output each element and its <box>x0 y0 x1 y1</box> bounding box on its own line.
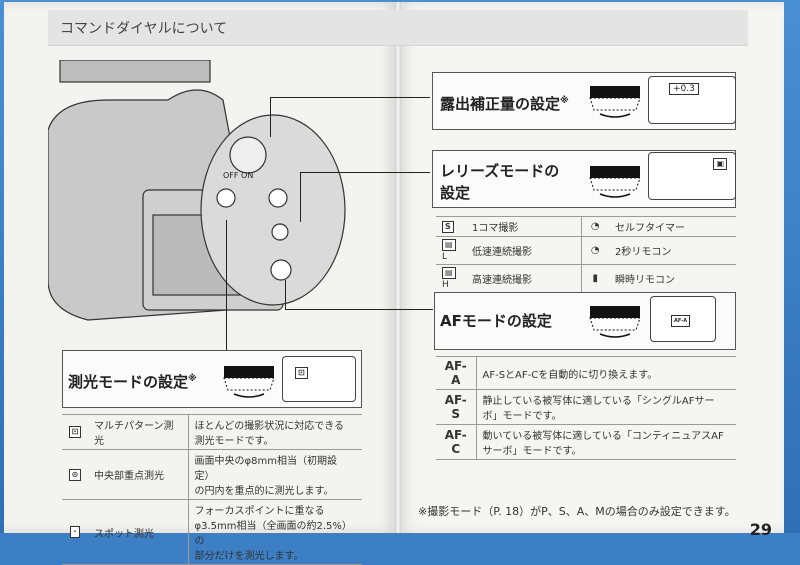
continuous-low-icon: ▤ <box>442 239 456 251</box>
af-desc-line: サーボ」モードです。 <box>482 446 582 457</box>
release-lcd-icon: ▣ <box>713 158 727 170</box>
metering-desc-line: の円内を重点的に測光します。 <box>194 486 334 497</box>
metering-table: ⊡ マルチパターン測光 ほとんどの撮影状況に対応できる測光モードです。 ⊙ 中央… <box>62 414 362 565</box>
metering-title-text: 測光モードの設定 <box>68 373 189 391</box>
table-row: AF-S 静止している被写体に適している「シングルAFサーボ」モードです。 <box>436 389 736 425</box>
metering-desc: 画面中央のφ8mm相当（初期設定） の円内を重点的に測光します。 <box>187 449 362 500</box>
command-dial-icon <box>589 86 641 118</box>
metering-desc-line: ほとんどの撮影状況に対応できる <box>194 421 345 432</box>
table-row: · スポット測光 フォーカスポイントに重なる φ3.5mm相当（全画面の約2.5%… <box>62 499 362 565</box>
metering-desc-line: φ3.5mm相当（全画面の約2.5%）の <box>194 521 352 547</box>
continuous-high-icon: ▤ <box>442 267 456 279</box>
table-row: S 1コマ撮影 ◔ セルフタイマー <box>436 216 736 237</box>
camera-illustration: OFF ON <box>48 60 346 321</box>
af-code: AF-C <box>436 424 476 460</box>
exposure-title: 露出補正量の設定※ <box>440 90 569 115</box>
af-code: AF-S <box>436 389 476 425</box>
table-row: AF-C 動いている被写体に適している「コンティニュアスAF サーボ」モードです。 <box>436 424 736 460</box>
self-timer-icon: ◔ <box>580 216 609 237</box>
table-row: AF-A AF-SとAF-Cを自動的に切り換えます。 <box>436 356 736 390</box>
metering-desc: フォーカスポイントに重なる φ3.5mm相当（全画面の約2.5%）の部分だけを測光… <box>187 499 362 565</box>
af-code: AF-A <box>436 356 476 390</box>
table-row: ⊡ マルチパターン測光 ほとんどの撮影状況に対応できる測光モードです。 <box>62 414 362 450</box>
metering-desc-line: 部分だけを測光します。 <box>194 551 304 562</box>
metering-lcd-icon: ⊡ <box>295 367 308 379</box>
release-label: 低速連続撮影 <box>466 236 581 265</box>
af-desc: 静止している被写体に適している「シングルAFサーボ」モードです。 <box>475 389 736 425</box>
metering-desc: ほとんどの撮影状況に対応できる測光モードです。 <box>187 414 362 450</box>
command-dial-icon <box>589 166 641 198</box>
af-lcd: AF-A <box>650 296 716 342</box>
exposure-note-mark: ※ <box>560 96 569 106</box>
callout-af <box>285 280 433 310</box>
release-title-line2: 設定 <box>440 184 471 202</box>
release-table: S 1コマ撮影 ◔ セルフタイマー ▤L 低速連続撮影 ◔ 2秒リモコン ▤H … <box>436 216 736 293</box>
release-label: 高速連続撮影 <box>466 264 581 293</box>
release-lcd: ▣ <box>648 152 736 200</box>
release-label: 瞬時リモコン <box>609 264 736 293</box>
continuous-high-letter: H <box>442 280 449 290</box>
book-spine <box>395 2 401 533</box>
release-title: レリーズモードの設定 <box>440 160 559 204</box>
af-desc: 動いている被写体に適している「コンティニュアスAF サーボ」モードです。 <box>475 424 736 460</box>
callout-metering <box>226 220 227 350</box>
release-label: 1コマ撮影 <box>466 216 581 237</box>
af-desc-line: ボ」モードです。 <box>482 411 562 422</box>
af-table: AF-A AF-SとAF-Cを自動的に切り換えます。 AF-S 静止している被写… <box>436 356 736 460</box>
af-desc: AF-SとAF-Cを自動的に切り換えます。 <box>475 356 736 390</box>
page-header-title: コマンドダイヤルについて <box>60 21 228 37</box>
metering-label: マルチパターン測光 <box>88 414 188 450</box>
metering-label: 中央部重点測光 <box>88 449 188 500</box>
metering-desc-line: フォーカスポイントに重なる <box>194 506 325 517</box>
metering-desc-line: 測光モードです。 <box>194 436 274 447</box>
remote-delay-icon: ◔ <box>580 236 609 265</box>
af-lcd-value: AF-A <box>671 315 691 327</box>
center-weighted-icon: ⊙ <box>68 468 82 481</box>
table-row: ▤H 高速連続撮影 ▮ 瞬時リモコン <box>436 264 736 293</box>
af-desc-line: 静止している被写体に適している「シングルAFサー <box>482 396 715 407</box>
af-title: AFモードの設定 <box>440 312 552 330</box>
table-row: ▤L 低速連続撮影 ◔ 2秒リモコン <box>436 236 736 265</box>
continuous-low-letter: L <box>442 252 448 262</box>
metering-note-mark: ※ <box>188 374 197 384</box>
remote-icon: ▮ <box>580 264 609 293</box>
metering-title: 測光モードの設定※ <box>68 368 197 393</box>
exposure-lcd-value: +0.3 <box>669 83 699 95</box>
footnote: ※撮影モード（P. 18）がP、S、A、Mの場合のみ設定できます。 <box>418 505 736 518</box>
release-label: 2秒リモコン <box>609 236 736 265</box>
spot-metering-icon: · <box>70 526 80 538</box>
callout-exposure <box>270 97 430 137</box>
release-title-line1: レリーズモードの <box>440 162 560 180</box>
table-row: ⊙ 中央部重点測光 画面中央のφ8mm相当（初期設定） の円内を重点的に測光します… <box>62 449 362 500</box>
af-desc-line: 動いている被写体に適している「コンティニュアスAF <box>482 431 724 442</box>
page-number: 29 <box>749 520 772 539</box>
exposure-title-text: 露出補正量の設定 <box>440 95 561 113</box>
metering-lcd: ⊡ <box>282 356 356 402</box>
header-band <box>48 10 748 46</box>
single-frame-icon: S <box>442 220 454 233</box>
release-label: セルフタイマー <box>609 216 736 237</box>
power-switch-label: OFF ON <box>223 171 253 180</box>
metering-desc-line: 画面中央のφ8mm相当（初期設定） <box>194 456 337 482</box>
command-dial-icon <box>589 306 641 338</box>
command-dial-icon <box>223 366 275 398</box>
matrix-metering-icon: ⊡ <box>68 426 82 438</box>
exposure-lcd: +0.3 <box>648 76 736 124</box>
callout-release <box>300 172 430 222</box>
metering-label: スポット測光 <box>88 499 188 565</box>
